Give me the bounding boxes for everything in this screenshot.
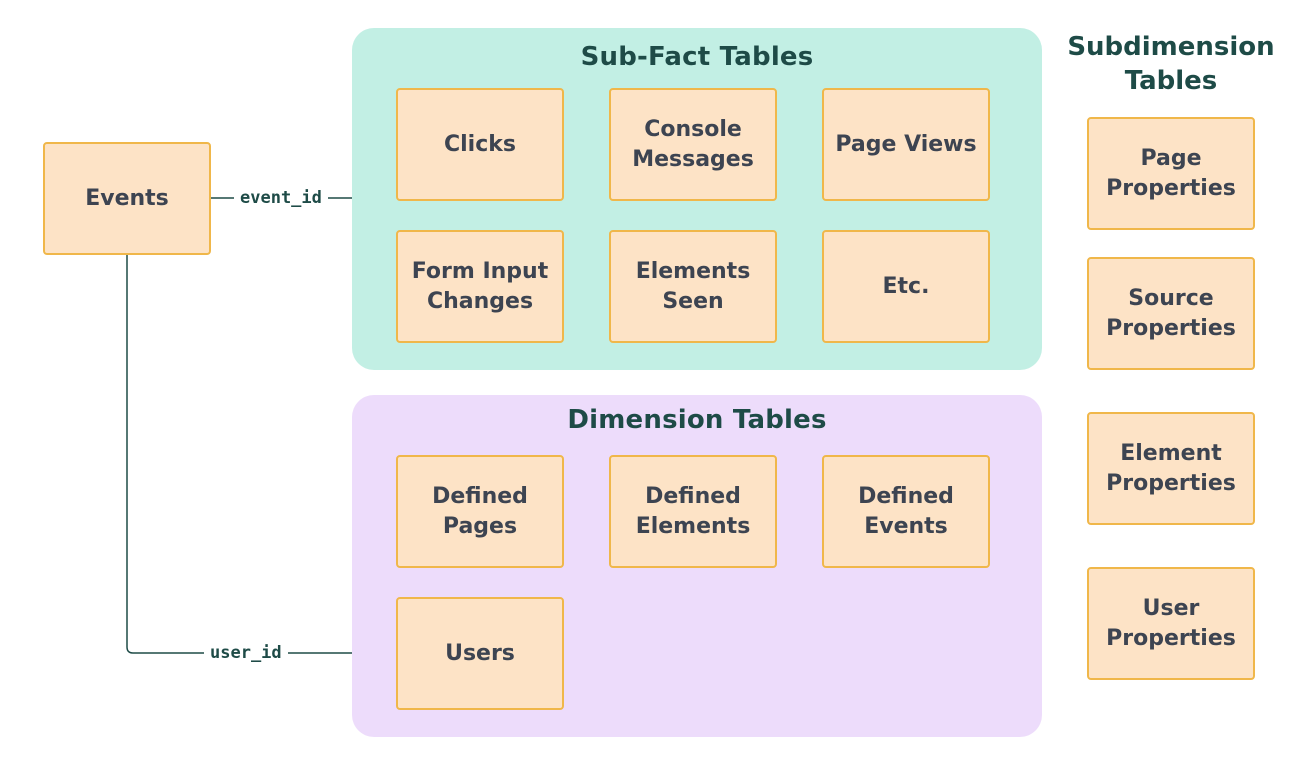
etc-table[interactable]: Etc. [822,230,990,343]
console-messages-table[interactable]: Console Messages [609,88,777,201]
dimension-tables-title: Dimension Tables [567,405,827,435]
defined-events-table[interactable]: Defined Events [822,455,990,568]
elements-seen-table[interactable]: Elements Seen [609,230,777,343]
subfact-tables-title: Sub-Fact Tables [580,42,814,72]
form-input-changes-table[interactable]: Form Input Changes [396,230,564,343]
event-id-label: event_id [234,187,328,209]
element-properties-table[interactable]: Element Properties [1087,412,1255,525]
clicks-table[interactable]: Clicks [396,88,564,201]
subdimension-tables-title: Subdimension Tables [1067,32,1275,96]
user-properties-table[interactable]: User Properties [1087,567,1255,680]
page-properties-table[interactable]: Page Properties [1087,117,1255,230]
users-table[interactable]: Users [396,597,564,710]
source-properties-table[interactable]: Source Properties [1087,257,1255,370]
defined-pages-table[interactable]: Defined Pages [396,455,564,568]
events-table[interactable]: Events [43,142,211,255]
defined-elements-table[interactable]: Defined Elements [609,455,777,568]
user-id-label: user_id [204,642,288,664]
user-id-connector [126,254,397,654]
page-views-table[interactable]: Page Views [822,88,990,201]
